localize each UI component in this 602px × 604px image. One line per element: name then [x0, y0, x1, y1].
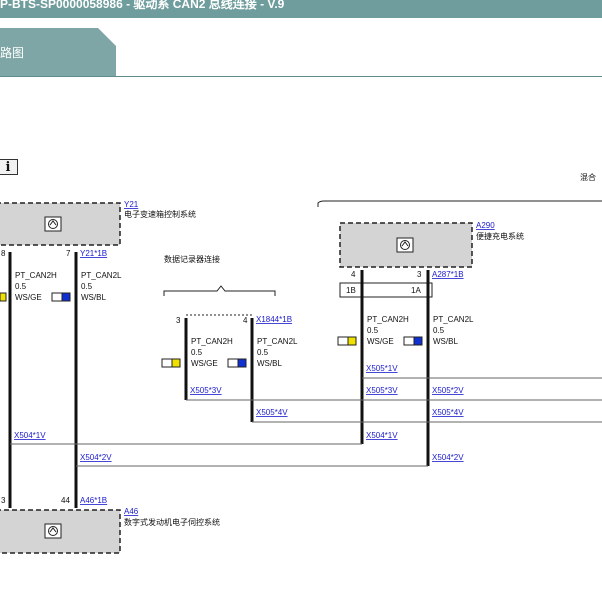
a290-sub-right: 1A: [411, 286, 421, 295]
color-swatch-ws-bl: [403, 336, 423, 346]
a46-pin-left: 3: [1, 496, 6, 505]
bus-lines: [10, 377, 602, 467]
splice-x505-2v[interactable]: X505*2V: [432, 386, 464, 395]
wire-size: 0.5: [257, 348, 269, 357]
y21-pin-left: 8: [1, 249, 6, 258]
wire-color: WS/GE: [367, 337, 394, 346]
data-logger-label: 数据记录器连接: [164, 254, 220, 264]
wire-color: WS/BL: [433, 337, 458, 346]
wire-size: 0.5: [433, 326, 445, 335]
control-unit-icon: [44, 216, 62, 232]
a46-pin-right: 44: [61, 496, 70, 505]
wire-signal-can2h: PT_CAN2H: [191, 337, 233, 346]
y21-connector[interactable]: Y21*1B: [80, 249, 107, 258]
splice-x504-1v-left[interactable]: X504*1V: [14, 431, 46, 440]
splice-x505-1v[interactable]: X505*1V: [366, 364, 398, 373]
y21-pin-right: 7: [66, 249, 71, 258]
window-title-bar: P-BTS-SP0000058986 - 驱动系 CAN2 总线连接 - V.9: [0, 0, 602, 18]
a290-connector[interactable]: A287*1B: [432, 270, 464, 279]
color-swatch-ws-bl: [51, 292, 71, 302]
splice-x505-3v-right[interactable]: X505*3V: [366, 386, 398, 395]
a290-sub-left: 1B: [346, 286, 356, 295]
wire-size: 0.5: [15, 282, 27, 291]
splice-x504-2v-left[interactable]: X504*2V: [80, 453, 112, 462]
info-button[interactable]: i: [0, 159, 18, 175]
a290-pin-left: 4: [351, 270, 356, 279]
color-swatch-ws-ge: [161, 358, 181, 368]
wire-size: 0.5: [191, 348, 203, 357]
x1844-connector[interactable]: X1844*1B: [256, 315, 292, 324]
module-a290-name: 便捷充电系统: [476, 231, 524, 241]
color-swatch-ws-ge: [337, 336, 357, 346]
color-swatch-ws-bl: [227, 358, 247, 368]
color-swatch-ws-ge: [0, 292, 7, 302]
wire-color: WS/BL: [257, 359, 282, 368]
control-unit-icon: [396, 237, 414, 253]
splice-x505-4v-right[interactable]: X505*4V: [432, 408, 464, 417]
module-a46-name: 数字式发动机电子伺控系统: [124, 517, 220, 527]
tab-circuit-diagram-label[interactable]: 路图: [0, 46, 25, 60]
tab-circuit-diagram[interactable]: [0, 28, 116, 77]
wire-color: WS/GE: [15, 293, 42, 302]
wire-color: WS/BL: [81, 293, 106, 302]
window-title: P-BTS-SP0000058986 - 驱动系 CAN2 总线连接 - V.9: [0, 0, 285, 11]
control-unit-icon: [44, 523, 62, 539]
wire-signal-can2l: PT_CAN2L: [433, 315, 474, 324]
splice-x504-1v-right[interactable]: X504*1V: [366, 431, 398, 440]
x1844-pin-left: 3: [176, 316, 181, 325]
module-a46-id[interactable]: A46: [124, 507, 139, 516]
hybrid-outline: [317, 200, 602, 207]
module-y21-id[interactable]: Y21: [124, 200, 139, 209]
wire-color: WS/GE: [191, 359, 218, 368]
tab-underline: [0, 76, 602, 77]
wire-size: 0.5: [81, 282, 93, 291]
wire-signal-can2h: PT_CAN2H: [367, 315, 409, 324]
wire-signal-can2l: PT_CAN2L: [81, 271, 122, 280]
module-y21-name: 电子变速箱控制系统: [124, 209, 196, 219]
wire-signal-can2l: PT_CAN2L: [257, 337, 298, 346]
wire-size: 0.5: [367, 326, 379, 335]
wire-signal-can2h: PT_CAN2H: [15, 271, 57, 280]
splice-x505-4v-left[interactable]: X505*4V: [256, 408, 288, 417]
x1844-pin-right: 4: [243, 316, 248, 325]
hybrid-label: 混合: [580, 173, 596, 182]
a46-connector[interactable]: A46*1B: [80, 496, 107, 505]
a290-pin-right: 3: [417, 270, 422, 279]
module-a290-id[interactable]: A290: [476, 221, 495, 230]
splice-x505-3v-left[interactable]: X505*3V: [190, 386, 222, 395]
splice-x504-2v-right[interactable]: X504*2V: [432, 453, 464, 462]
data-logger-brace: [163, 285, 276, 296]
